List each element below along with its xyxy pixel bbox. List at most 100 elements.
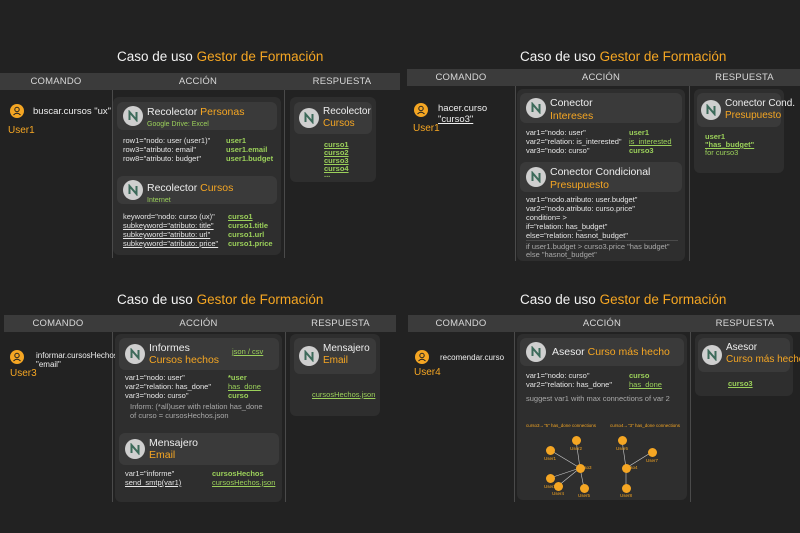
panel-1: Caso de uso Gestor de Formación COMANDO … (0, 0, 400, 266)
header-comando: COMANDO (32, 318, 84, 329)
response-item: "has_budget" (705, 140, 755, 149)
action-card-conector-condicional (520, 162, 682, 192)
mapping-value: user1 (629, 128, 650, 137)
n-logo-icon (526, 167, 546, 187)
response-title: Conector Cond. (725, 98, 796, 109)
card-title: Recolector Cursos (147, 182, 234, 194)
divider (515, 86, 516, 261)
condition-note: if user1.budget > curso3.price "has budg… (526, 242, 670, 251)
card-subtitle: Internet (147, 197, 171, 204)
response-title-hl: Presupuesto (725, 110, 782, 121)
mapping-value: is_interested (629, 137, 672, 146)
header-accion: ACCIÓN (178, 76, 218, 87)
header-comando: COMANDO (435, 72, 487, 83)
graph-node-user (618, 436, 627, 445)
header-bar (4, 315, 396, 332)
mapping-value: curso1.price (228, 239, 273, 248)
card-title-hl: Email (149, 449, 176, 461)
mapping-row: var1="nodo: user" (526, 128, 586, 137)
graph-label: curso3→"5" has_done connections (526, 423, 596, 428)
card-title-hl: Intereses (550, 110, 594, 122)
command-text: informar.cursosHechos (36, 351, 118, 360)
mapping-row: keyword="nodo: curso (ux)" (123, 212, 215, 221)
response-item: curso4 (324, 164, 349, 173)
user-name: User1 (8, 125, 35, 136)
response-item: curso3 (728, 379, 753, 388)
panel-2: Caso de uso Gestor de Formación COMANDO … (400, 0, 800, 266)
divider (689, 86, 690, 261)
header-respuesta: RESPUESTA (715, 72, 774, 83)
action-card-informes (119, 338, 279, 370)
graph-node-user (546, 446, 555, 455)
response-item: curso3 (324, 156, 349, 165)
command-text: hacer.curso (438, 103, 488, 114)
graph-node-label: curso4 (624, 465, 638, 470)
suggest-note: suggest var1 with max connections of var… (526, 394, 670, 403)
response-item: curso2 (324, 148, 349, 157)
n-logo-icon (299, 346, 319, 366)
response-title: Recolector (323, 106, 371, 117)
mapping-row: var3="nodo: curso" (125, 391, 189, 400)
condition-note: else "hasnot_budget" (526, 250, 597, 259)
mapping-value: cursosHechos (212, 469, 264, 478)
mapping-row: row3="atributo: email" (123, 145, 197, 154)
panel-title: Caso de uso Gestor de Formación (117, 292, 324, 307)
mapping-row: send_smtp(var1) (125, 478, 182, 487)
user-icon (414, 103, 428, 117)
mapping-row: row8="atributo: budget" (123, 154, 202, 163)
mapping-value: curso1 (228, 212, 253, 221)
card-title-hl: Presupuesto (550, 179, 609, 191)
graph-node-user (648, 448, 657, 457)
command-arg: "curso3" (438, 114, 474, 125)
mapping-row: var2="relation: has_done" (526, 380, 613, 389)
graph-node-user (554, 482, 563, 491)
n-logo-icon (123, 106, 143, 126)
graph-node-label: User8 (620, 493, 633, 498)
graph-node-curso3 (576, 464, 585, 473)
response-title-hl: Curso más hecho (726, 354, 800, 365)
response-item: curso1 (324, 140, 349, 149)
format-tag: json / csv (232, 347, 264, 356)
action-card-asesor (520, 338, 684, 366)
action-card-recolector-cursos (117, 176, 277, 204)
graph-node-label: User7 (646, 458, 659, 463)
command-arg: "email" (36, 360, 61, 369)
user-name: User1 (413, 123, 440, 134)
mapping-row: var2="relation: has_done" (125, 382, 212, 391)
divider (526, 240, 678, 241)
mapping-value: curso (629, 371, 650, 380)
mapping-value: curso1.title (228, 221, 269, 230)
mapping-value: curso (228, 391, 249, 400)
panel-title: Caso de uso Gestor de Formación (520, 49, 727, 64)
mapping-row: subkeyword="atributo: url" (123, 230, 211, 239)
header-respuesta: RESPUESTA (311, 318, 370, 329)
user-icon (10, 350, 24, 364)
graph-node-user (546, 474, 555, 483)
command-text: buscar.cursos "ux" (33, 106, 112, 117)
response-item: cursosHechos.json (312, 390, 376, 399)
divider (112, 332, 113, 502)
card-title: Asesor Curso más hecho (552, 346, 670, 358)
graph-node-label: User4 (552, 491, 565, 496)
header-accion: ACCIÓN (582, 318, 622, 329)
header-comando: COMANDO (435, 318, 487, 329)
response-title-hl: Cursos (323, 118, 355, 129)
panel-4: Caso de uso Gestor de Formación COMANDO … (400, 266, 800, 533)
mapping-value: *user (228, 373, 247, 382)
graph-node-label: User1 (544, 456, 557, 461)
n-logo-icon (701, 100, 721, 120)
header-bar (0, 73, 400, 90)
panel-title: Caso de uso Gestor de Formación (520, 292, 727, 307)
card-title: Conector Condicional (550, 166, 651, 178)
response-title: Mensajero (323, 343, 370, 354)
n-logo-icon (299, 108, 319, 128)
mapping-row: var2="relation: is_interested" (526, 137, 622, 146)
graph-node-user (622, 484, 631, 493)
n-logo-icon (125, 344, 145, 364)
divider (284, 90, 285, 258)
mapping-row: var1="informe" (125, 469, 175, 478)
mapping-row: subkeyword="atributo: title" (123, 221, 214, 230)
mapping-row: condition= > (526, 213, 567, 222)
card-title: Recolector Personas (147, 106, 245, 118)
card-title: Mensajero (149, 437, 199, 449)
